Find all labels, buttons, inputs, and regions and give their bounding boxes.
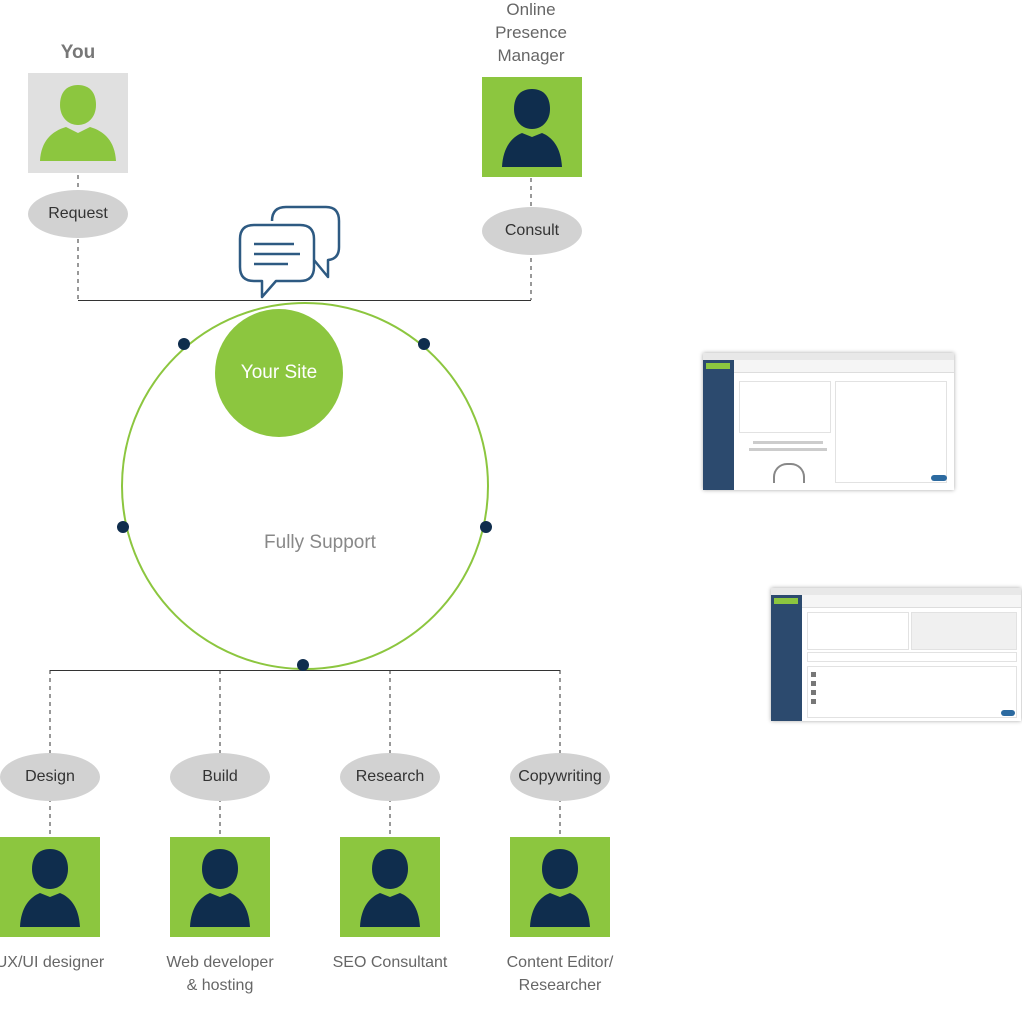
person-icon	[190, 849, 250, 927]
ring-dot	[418, 338, 430, 350]
copywriting-pill: Copywriting	[510, 753, 610, 801]
you-avatar	[28, 73, 128, 173]
you-title: You	[60, 42, 96, 63]
editor-title: Content Editor/Researcher	[506, 954, 614, 994]
person-icon	[20, 849, 80, 927]
design-pill: Design	[0, 753, 100, 801]
manager-title: Online Presence Manager	[495, 0, 567, 65]
ring-dot	[117, 521, 129, 533]
ring-dot	[297, 659, 309, 671]
designer-avatar	[0, 837, 100, 937]
fully-support-label: Fully Support	[264, 532, 376, 553]
dashboard-screenshot-thumbnail	[703, 353, 954, 490]
person-icon	[530, 849, 590, 927]
seo-avatar	[340, 837, 440, 937]
your-site-node: Your Site	[215, 309, 343, 437]
person-icon	[502, 89, 562, 167]
designer-title: UX/UI designer	[0, 954, 105, 971]
research-pill: Research	[340, 753, 440, 801]
manager-avatar	[482, 77, 582, 177]
consult-pill: Consult	[482, 207, 582, 255]
build-pill: Build	[170, 753, 270, 801]
developer-avatar	[170, 837, 270, 937]
person-icon	[360, 849, 420, 927]
person-icon	[40, 85, 116, 161]
ring-dot	[178, 338, 190, 350]
seo-title: SEO Consultant	[332, 954, 448, 971]
request-pill: Request	[28, 190, 128, 238]
reports-screenshot-thumbnail	[771, 588, 1021, 721]
editor-avatar	[510, 837, 610, 937]
chat-bubbles-icon	[238, 205, 341, 299]
ring-dot	[480, 521, 492, 533]
developer-title: Web developer & hosting	[166, 954, 274, 994]
